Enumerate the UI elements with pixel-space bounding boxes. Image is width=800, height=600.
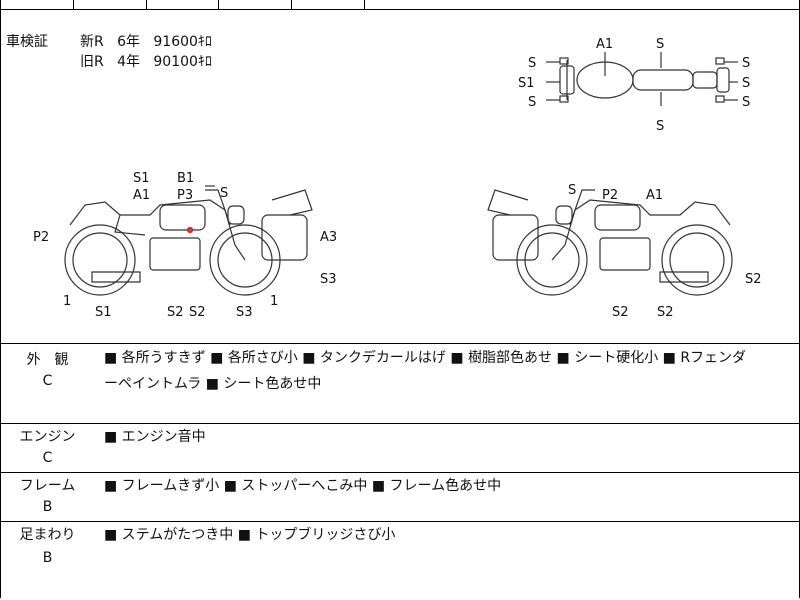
- section-suspension: 足まわり B ■ ステムがたつき中 ■ トップブリッジさび小: [0, 522, 800, 600]
- note-line: ■ 各所うすきず ■ 各所さび小 ■ タンクデカールはげ ■ 樹脂部色あせ ■ …: [104, 350, 747, 366]
- note-line: ■ ステムがたつき中 ■ トップブリッジさび小: [104, 527, 396, 543]
- left-view-s2-label: S2: [189, 305, 206, 320]
- registration-label: 車検証: [6, 34, 48, 50]
- section-grade: C: [42, 450, 53, 466]
- registration-type: 新R: [80, 34, 104, 50]
- registration-row-old: 旧R 4年 90100ｷﾛ: [80, 52, 212, 72]
- top-view-s-label: S: [656, 119, 664, 134]
- left-view-p2-label: P2: [33, 230, 49, 245]
- top-view-s-label: S: [742, 95, 750, 110]
- section-grade: C: [42, 373, 53, 389]
- registration-odometer: 90100ｷﾛ: [153, 54, 212, 70]
- section-label: フレーム: [19, 478, 76, 494]
- top-view-s-label: S: [528, 95, 536, 110]
- section-label: 足まわり: [19, 527, 76, 543]
- right-view-s-label: S: [568, 183, 576, 198]
- registration-row-new: 新R 6年 91600ｷﾛ: [80, 32, 212, 52]
- section-notes: ■ フレームきず小 ■ ストッパーへこみ中 ■ フレーム色あせ中: [104, 473, 794, 499]
- registration-years: 4年: [117, 54, 141, 70]
- note-line: ーペイントムラ ■ シート色あせ中: [104, 376, 322, 392]
- section-notes: ■ エンジン音中: [104, 424, 794, 450]
- top-view-s-label: S: [742, 76, 750, 91]
- damage-diagram-area: 車検証 新R 6年 91600ｷﾛ 旧R 4年 90100ｷﾛ: [0, 10, 800, 344]
- strip-divider: [364, 0, 365, 9]
- left-view-a1-label: A1: [133, 188, 150, 203]
- strip-divider: [146, 0, 147, 9]
- left-view-s1-label: S1: [133, 171, 150, 186]
- right-view-a1-label: A1: [646, 188, 663, 203]
- section-notes: ■ 各所うすきず ■ 各所さび小 ■ タンクデカールはげ ■ 樹脂部色あせ ■ …: [104, 345, 794, 397]
- section-frame: フレーム B ■ フレームきず小 ■ ストッパーへこみ中 ■ フレーム色あせ中: [0, 473, 800, 522]
- motorcycle-diagrams: A1 S S S S1 S S S S S1 A1 B1 P3: [33, 37, 762, 320]
- right-view-s2-label: S2: [745, 272, 762, 287]
- strip-divider: [73, 0, 74, 9]
- registration-years: 6年: [117, 34, 141, 50]
- top-view-s-label: S: [742, 56, 750, 71]
- section-exterior: 外 観 C ■ 各所うすきず ■ 各所さび小 ■ タンクデカールはげ ■ 樹脂部…: [0, 343, 800, 424]
- section-grade: B: [42, 499, 53, 515]
- strip-divider: [218, 0, 219, 9]
- right-view-bike: [487, 189, 733, 296]
- left-view-s2-label: S2: [167, 305, 184, 320]
- left-view-b1-label: B1: [177, 171, 194, 186]
- top-view-s-label: S: [656, 37, 664, 52]
- left-view-a3-label: A3: [320, 230, 337, 245]
- left-view-1-label: 1: [63, 294, 71, 309]
- left-view-1-label: 1: [270, 294, 278, 309]
- top-view-s-label: S: [528, 56, 536, 71]
- note-line: ■ フレームきず小 ■ ストッパーへこみ中 ■ フレーム色あせ中: [104, 478, 502, 494]
- right-view-s2-label: S2: [612, 305, 629, 320]
- section-engine: エンジン C ■ エンジン音中: [0, 424, 800, 473]
- left-view-s3-label: S3: [236, 305, 253, 320]
- registration-type: 旧R: [80, 54, 104, 70]
- top-strip: [0, 0, 800, 10]
- registration-odometer: 91600ｷﾛ: [153, 34, 212, 50]
- section-label: 外 観: [26, 352, 69, 368]
- section-label: エンジン: [19, 429, 76, 445]
- left-view-bike: [64, 185, 313, 296]
- right-view-p2-label: P2: [602, 188, 618, 203]
- left-view-p3-label: P3: [177, 188, 193, 203]
- section-notes: ■ ステムがたつき中 ■ トップブリッジさび小: [104, 522, 794, 548]
- left-view-s-label: S: [220, 186, 228, 201]
- left-view-s1-label: S1: [95, 305, 112, 320]
- right-view-s2-label: S2: [657, 305, 674, 320]
- left-view-s3-label: S3: [320, 272, 337, 287]
- strip-divider: [291, 0, 292, 9]
- top-view-s1-label: S1: [518, 76, 535, 91]
- top-view-a1-label: A1: [596, 37, 613, 52]
- section-grade: B: [42, 550, 53, 566]
- note-line: ■ エンジン音中: [104, 429, 206, 445]
- top-view-bike: [546, 52, 738, 106]
